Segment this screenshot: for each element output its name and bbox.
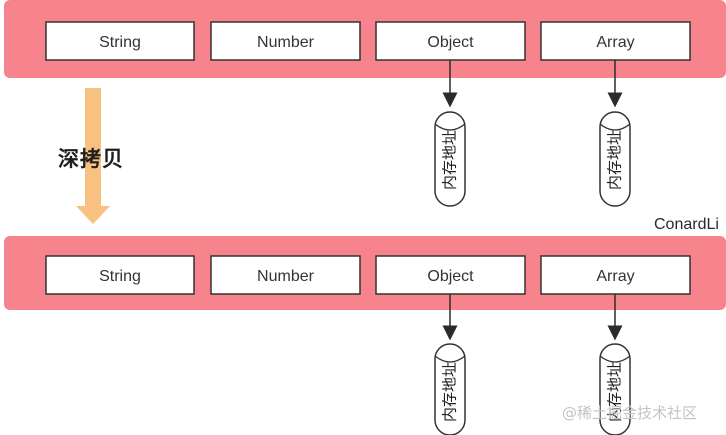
bottom-memory-cylinder-object: 内存地址	[434, 343, 466, 435]
deep-copy-arrow	[76, 88, 110, 224]
bottom-memory-cylinder-array: 内存地址	[599, 343, 631, 435]
deep-copy-label: 深拷贝	[58, 147, 124, 171]
top-type-label-number: Number	[257, 34, 315, 51]
top-type-box-number: Number	[210, 21, 361, 61]
top-memory-cylinder-object: 内存地址	[434, 111, 466, 207]
top-type-label-array: Array	[596, 34, 634, 51]
bottom-type-box-number: Number	[210, 255, 361, 295]
bottom-type-label-array: Array	[596, 268, 634, 285]
bottom-type-label-number: Number	[257, 268, 315, 285]
top-type-box-array: Array	[540, 21, 691, 61]
bottom-type-box-array: Array	[540, 255, 691, 295]
top-type-box-object: Object	[375, 21, 526, 61]
watermark-text: @稀土掘金技术社区	[562, 404, 698, 422]
top-type-label-object: Object	[427, 34, 474, 51]
top-type-label-string: String	[99, 34, 141, 51]
bottom-memory-label-array: 内存地址	[606, 362, 624, 422]
top-memory-label-array: 内存地址	[606, 130, 624, 190]
author-label: ConardLi	[654, 216, 719, 233]
bottom-type-label-object: Object	[427, 268, 474, 285]
top-memory-label-object: 内存地址	[441, 130, 459, 190]
bottom-type-box-string: String	[45, 255, 195, 295]
bottom-type-label-string: String	[99, 268, 141, 285]
bottom-memory-label-object: 内存地址	[441, 362, 459, 422]
bottom-type-box-object: Object	[375, 255, 526, 295]
top-type-box-string: String	[45, 21, 195, 61]
top-memory-cylinder-array: 内存地址	[599, 111, 631, 207]
